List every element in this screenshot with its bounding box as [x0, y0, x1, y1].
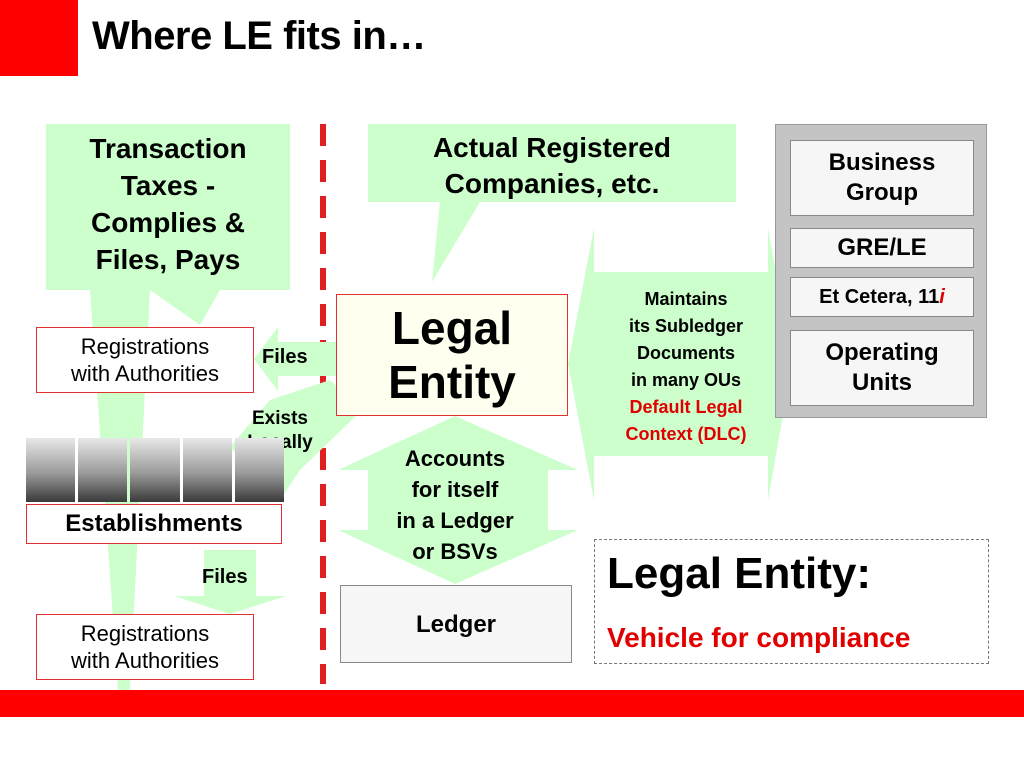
establishments-box: Establishments	[26, 504, 282, 544]
landmark-photo-eiffel-tower-icon	[182, 438, 232, 502]
accounts-label: Accounts for itself in a Ledger or BSVs	[380, 443, 530, 567]
maintains-line: Maintains	[644, 289, 728, 309]
callout-line: Files, Pays	[95, 244, 241, 275]
accounts-line: in a Ledger	[396, 508, 514, 533]
callout-line: Transaction	[89, 133, 247, 164]
red-corner-square	[0, 0, 78, 76]
summary-title: Legal Entity:	[607, 549, 872, 598]
accounts-line: or BSVs	[412, 539, 498, 564]
ledger-box: Ledger	[340, 585, 572, 663]
maintains-line: in many OUs	[630, 370, 742, 390]
exists-line: Exists	[252, 408, 308, 429]
files-arrow-top	[254, 327, 336, 391]
maintains-line: its Subledger	[628, 316, 744, 336]
business-group-line: Group	[846, 179, 918, 206]
operating-units-line: Units	[852, 369, 912, 396]
registrations-box-bottom: Registrations with Authorities	[36, 614, 254, 680]
operating-units-line: Operating	[825, 339, 939, 366]
et-cetera-text: Et Cetera, 11	[819, 286, 940, 308]
operating-units-box: Operating Units	[790, 330, 974, 406]
transaction-taxes-callout-shape	[46, 124, 290, 325]
slide-title: Where LE fits in…	[92, 14, 426, 58]
files-label-top: Files	[262, 346, 308, 368]
summary-subtitle: Vehicle for compliance	[607, 622, 911, 653]
dlc-line: Context (DLC)	[625, 424, 747, 444]
files-label-bottom: Files	[202, 566, 248, 588]
business-group-line: Business	[828, 149, 936, 176]
legal-entity-line: Entity	[388, 356, 516, 408]
files-arrow-bottom	[174, 550, 286, 614]
registered-companies-callout-shape	[368, 124, 736, 282]
landmark-photo-golden-gate-icon	[26, 438, 76, 502]
registrations-line: with Authorities	[71, 361, 219, 386]
registered-companies-callout: Actual Registered Companies, etc.	[368, 130, 736, 202]
legal-entity-box: Legal Entity	[336, 294, 568, 416]
callout-line: Taxes -	[120, 170, 216, 201]
legal-entity-line: Legal	[391, 302, 513, 354]
landmark-photo-opera-house-icon	[234, 438, 285, 502]
business-group-box: Business Group	[790, 140, 974, 216]
registrations-line: Registrations	[80, 621, 210, 646]
gre-le-box: GRE/LE	[790, 228, 974, 268]
registrations-box-top: Registrations with Authorities	[36, 327, 254, 393]
landmark-photo-statue-of-liberty-icon	[78, 438, 128, 502]
registrations-line: Registrations	[80, 334, 210, 359]
callout-line: Complies &	[90, 207, 246, 238]
callout-line: Companies, etc.	[444, 168, 660, 199]
landmark-photos	[26, 438, 285, 502]
accounts-double-arrow	[338, 416, 578, 584]
accounts-line: for itself	[411, 477, 499, 502]
et-cetera-suffix: i	[939, 286, 945, 308]
accounts-line: Accounts	[404, 446, 506, 471]
registrations-line: with Authorities	[71, 648, 219, 673]
maintains-double-arrow	[568, 228, 792, 500]
landmark-photo-capitol-icon	[130, 438, 180, 502]
bottom-red-bar	[0, 690, 1024, 717]
callout-line: Actual Registered	[432, 132, 672, 163]
transaction-taxes-callout: Transaction Taxes - Complies & Files, Pa…	[46, 130, 290, 278]
maintains-line: Documents	[636, 343, 735, 363]
summary-callout: Legal Entity: Vehicle for compliance	[594, 539, 989, 664]
dlc-line: Default Legal	[629, 397, 743, 417]
maintains-label: Maintains its Subledger Documents in man…	[596, 286, 776, 448]
